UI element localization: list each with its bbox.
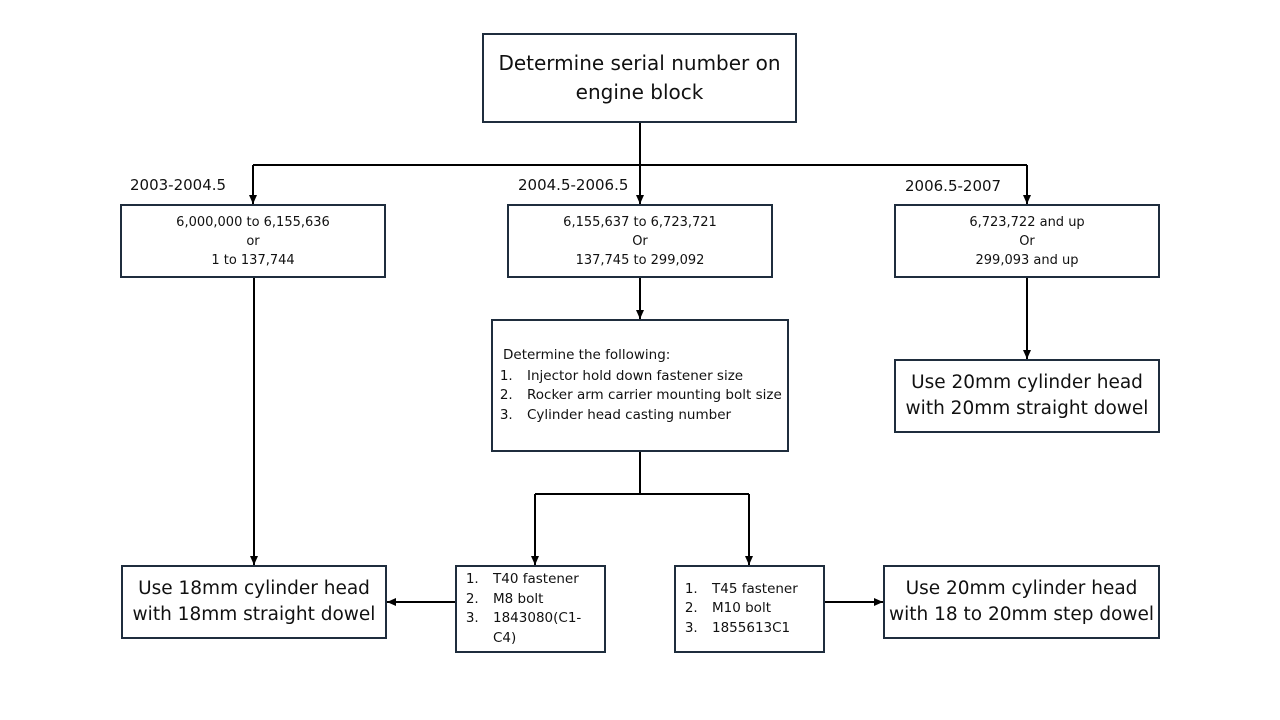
root-line-2: engine block (575, 80, 704, 104)
root-box: Determine serial number on engine block (482, 33, 797, 123)
branch-2-line-1: 6,155,637 to 6,723,721 (563, 214, 717, 230)
option-a-list: T40 fastener M8 bolt 1843080(C1-C4) (459, 570, 604, 648)
branch-1-line-1: 6,000,000 to 6,155,636 (176, 214, 330, 230)
option-a-item-3: 1843080(C1-C4) (483, 609, 604, 648)
result-20mm-step-line-1: Use 20mm cylinder head (905, 578, 1138, 599)
branch-3-line-1: 6,723,722 and up (969, 214, 1085, 230)
determine-list: Injector hold down fastener size Rocker … (503, 367, 787, 426)
result-18mm-line-1: Use 18mm cylinder head (138, 578, 370, 599)
option-b-item-3: 1855613C1 (702, 619, 823, 639)
option-b-item-1: T45 fastener (702, 580, 823, 600)
option-b-box: T45 fastener M10 bolt 1855613C1 (674, 565, 825, 653)
determine-box: Determine the following: Injector hold d… (491, 319, 789, 452)
option-b-list: T45 fastener M10 bolt 1855613C1 (678, 580, 823, 639)
determine-item-2: Rocker arm carrier mounting bolt size (517, 386, 787, 406)
result-20mm-step-line-2: with 18 to 20mm step dowel (888, 604, 1155, 625)
option-b-item-2: M10 bolt (702, 599, 823, 619)
option-a-item-1: T40 fastener (483, 570, 604, 590)
branch-3-box: 6,723,722 and up Or 299,093 and up (894, 204, 1160, 278)
determine-item-1: Injector hold down fastener size (517, 367, 787, 387)
root-line-1: Determine serial number on (498, 51, 781, 75)
branch-2-line-3: 137,745 to 299,092 (575, 252, 705, 268)
result-20mm-straight-box: Use 20mm cylinder head with 20mm straigh… (894, 359, 1160, 433)
branch-2-box: 6,155,637 to 6,723,721 Or 137,745 to 299… (507, 204, 773, 278)
result-20mm-step-box: Use 20mm cylinder head with 18 to 20mm s… (883, 565, 1160, 639)
branch-3-line-3: 299,093 and up (975, 252, 1079, 268)
branch-2-line-2: Or (632, 233, 648, 249)
branch-1-label: 2003-2004.5 (130, 176, 227, 194)
branch-1-line-3: 1 to 137,744 (211, 252, 295, 268)
option-a-item-2: M8 bolt (483, 590, 604, 610)
determine-heading: Determine the following: (503, 347, 671, 363)
result-20mm-straight-line-2: with 20mm straight dowel (905, 398, 1149, 419)
option-a-box: T40 fastener M8 bolt 1843080(C1-C4) (455, 565, 606, 653)
branch-3-label: 2006.5-2007 (905, 177, 1002, 195)
result-18mm-box: Use 18mm cylinder head with 18mm straigh… (121, 565, 387, 639)
branch-1-line-2: or (246, 233, 260, 249)
branch-3-line-2: Or (1019, 233, 1035, 249)
branch-1-box: 6,000,000 to 6,155,636 or 1 to 137,744 (120, 204, 386, 278)
result-18mm-line-2: with 18mm straight dowel (132, 604, 376, 625)
branch-2-label: 2004.5-2006.5 (518, 176, 629, 194)
determine-item-3: Cylinder head casting number (517, 406, 787, 426)
result-20mm-straight-line-1: Use 20mm cylinder head (911, 372, 1143, 393)
